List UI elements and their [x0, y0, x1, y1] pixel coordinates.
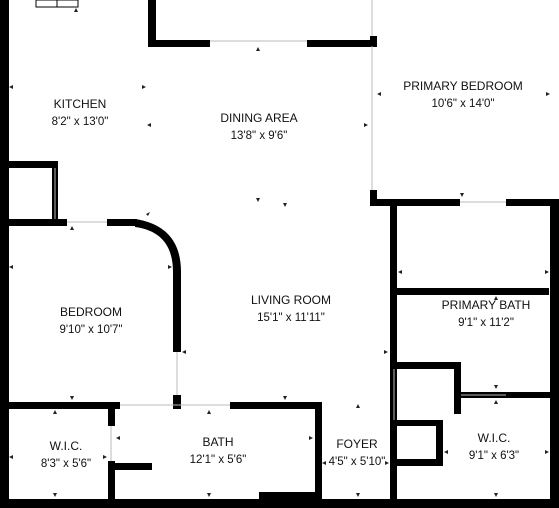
marker	[256, 47, 260, 51]
wall-bedroom-top-mid	[107, 219, 137, 226]
wall-wic-left-shelf	[108, 463, 152, 470]
marker	[546, 92, 550, 96]
kitchen-window	[35, 0, 79, 8]
living-room-dims: 15'1" x 11'11"	[257, 312, 325, 324]
wall-wic-right-inner-bottom	[397, 459, 443, 466]
marker	[494, 400, 498, 404]
dining-dims: 13'8" x 9'6"	[231, 130, 288, 142]
marker	[309, 436, 313, 440]
marker	[384, 350, 388, 354]
primary-bath-name: PRIMARY BATH	[442, 298, 531, 312]
marker	[70, 396, 74, 400]
wall-bedroom-top	[0, 219, 67, 226]
foyer-dims: 4'5" x 5'10"	[329, 456, 386, 468]
wall-primary-bed-left-top	[370, 36, 377, 46]
primary-bedroom-dims: 10'6" x 14'0"	[431, 98, 494, 110]
wall-wic-right-inner-side	[436, 420, 443, 466]
bedroom-dims: 9'10" x 10'7"	[59, 324, 122, 336]
wall-pbath-lower-right	[454, 362, 461, 414]
marker	[356, 493, 360, 497]
wic-left-dims: 8'3" x 5'6"	[41, 458, 91, 470]
marker	[398, 270, 402, 274]
marker	[364, 123, 368, 127]
marker	[494, 493, 498, 497]
marker	[53, 493, 57, 497]
marker	[494, 385, 498, 389]
marker	[9, 455, 13, 459]
wall-wic-right-inner-top	[397, 420, 443, 426]
marker	[494, 296, 498, 300]
bath-dims: 12'1" x 5'6"	[190, 454, 247, 466]
marker	[116, 436, 120, 440]
marker	[256, 198, 260, 202]
marker	[146, 212, 150, 216]
marker	[103, 455, 107, 459]
wall-wic-left-right-upper	[108, 402, 115, 426]
marker	[377, 92, 381, 96]
openings	[54, 0, 506, 461]
marker	[147, 123, 151, 127]
wall-nook-top	[0, 161, 58, 168]
marker	[168, 265, 172, 269]
wall-primary-bed-bottom-left	[370, 199, 460, 206]
marker	[207, 493, 211, 497]
marker	[545, 270, 549, 274]
marker	[142, 85, 146, 89]
room-labels: KITCHEN 8'2" x 13'0" DINING AREA 13'8" x…	[41, 79, 530, 470]
wic-right-dims: 9'1" x 6'3"	[469, 450, 519, 462]
marker	[9, 265, 13, 269]
marker	[53, 410, 57, 414]
wall-wic-left-right-lower	[108, 461, 115, 508]
marker	[70, 226, 74, 230]
marker	[283, 203, 287, 207]
dining-name: DINING AREA	[220, 111, 297, 125]
wall-bath-closet-top	[397, 288, 549, 295]
living-room-name: LIVING ROOM	[251, 293, 331, 307]
wall-dining-top-right	[307, 40, 377, 47]
kitchen-dims: 8'2" x 13'0"	[52, 116, 109, 128]
wall-kitchen-top-right	[148, 0, 156, 46]
primary-bedroom-name: PRIMARY BEDROOM	[403, 79, 523, 93]
marker	[545, 450, 549, 454]
wall-bath-top-right	[230, 402, 322, 409]
wall-bedroom-curve	[135, 219, 181, 352]
marker	[322, 461, 326, 465]
wic-right-name: W.I.C.	[478, 431, 511, 445]
wall-bath-fixture	[259, 492, 315, 508]
wall-pbath-lower-top	[397, 362, 461, 369]
marker	[356, 404, 360, 408]
wall-kitchen-top-ledge	[148, 40, 210, 47]
wall-bath-right	[315, 402, 322, 508]
marker	[385, 461, 389, 465]
wic-left-name: W.I.C.	[50, 439, 83, 453]
bedroom-name: BEDROOM	[60, 305, 122, 319]
dimension-markers	[9, 8, 550, 497]
bath-name: BATH	[202, 435, 233, 449]
foyer-name: FOYER	[336, 437, 378, 451]
marker	[74, 8, 78, 12]
wall-outer-right	[550, 199, 559, 508]
wall-living-right	[390, 199, 397, 508]
marker	[207, 410, 211, 414]
wall-bedroom-bottom	[0, 402, 120, 409]
primary-bath-dims: 9'1" x 11'2"	[458, 317, 514, 329]
marker	[182, 350, 186, 354]
wall-primary-bed-left-lower	[370, 190, 377, 204]
kitchen-name: KITCHEN	[54, 97, 107, 111]
wall-bath-closet-left	[397, 288, 403, 292]
marker	[283, 396, 287, 400]
marker	[9, 85, 13, 89]
wall-bedroom-right-lower	[173, 395, 181, 409]
marker	[444, 450, 448, 454]
wall-primary-bed-bottom-right	[506, 199, 559, 206]
marker	[460, 193, 464, 197]
wall-outer-left	[0, 0, 9, 508]
